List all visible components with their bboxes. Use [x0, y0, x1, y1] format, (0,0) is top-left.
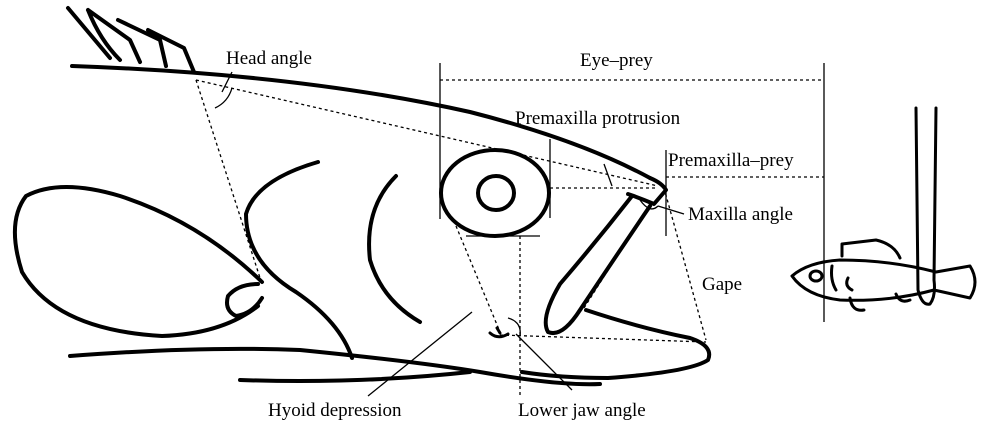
dorsal-fin	[68, 8, 194, 72]
label-premaxilla-protrusion: Premaxilla protrusion	[515, 108, 681, 129]
label-gape: Gape	[702, 274, 742, 295]
label-premaxilla-prey: Premaxilla–prey	[668, 150, 794, 171]
prey-eye	[810, 271, 822, 281]
hyoid-mark	[490, 328, 508, 337]
label-head-angle: Head angle	[226, 48, 312, 69]
lower-jaw-angle-arc	[508, 318, 520, 336]
preopercle-outline	[369, 176, 420, 322]
maxilla-dash	[584, 204, 650, 308]
hyoid-dash-1	[456, 226, 500, 332]
pectoral-fin	[15, 187, 262, 336]
holding-rod	[916, 108, 936, 304]
opercle-outline	[246, 162, 352, 358]
prey-fish	[792, 108, 975, 310]
prey-pectoral-fin	[847, 278, 852, 290]
prey-dorsal-fin	[842, 240, 900, 258]
label-lower-jaw-angle: Lower jaw angle	[518, 400, 646, 421]
head-angle-line	[196, 80, 658, 186]
head-angle-arc	[215, 88, 232, 108]
prey-gill	[832, 266, 837, 290]
eye-pupil	[478, 176, 514, 210]
hyoid-depression-leader	[368, 312, 472, 396]
label-eye-prey: Eye–prey	[580, 50, 653, 71]
measurements	[196, 63, 824, 396]
label-maxilla-angle: Maxilla angle	[688, 204, 793, 225]
label-hyoid-depression: Hyoid depression	[268, 400, 402, 421]
premaxilla	[628, 178, 666, 204]
pectoral-fin-base	[227, 284, 262, 316]
eye-outer	[441, 150, 549, 236]
throat-line	[240, 372, 470, 381]
